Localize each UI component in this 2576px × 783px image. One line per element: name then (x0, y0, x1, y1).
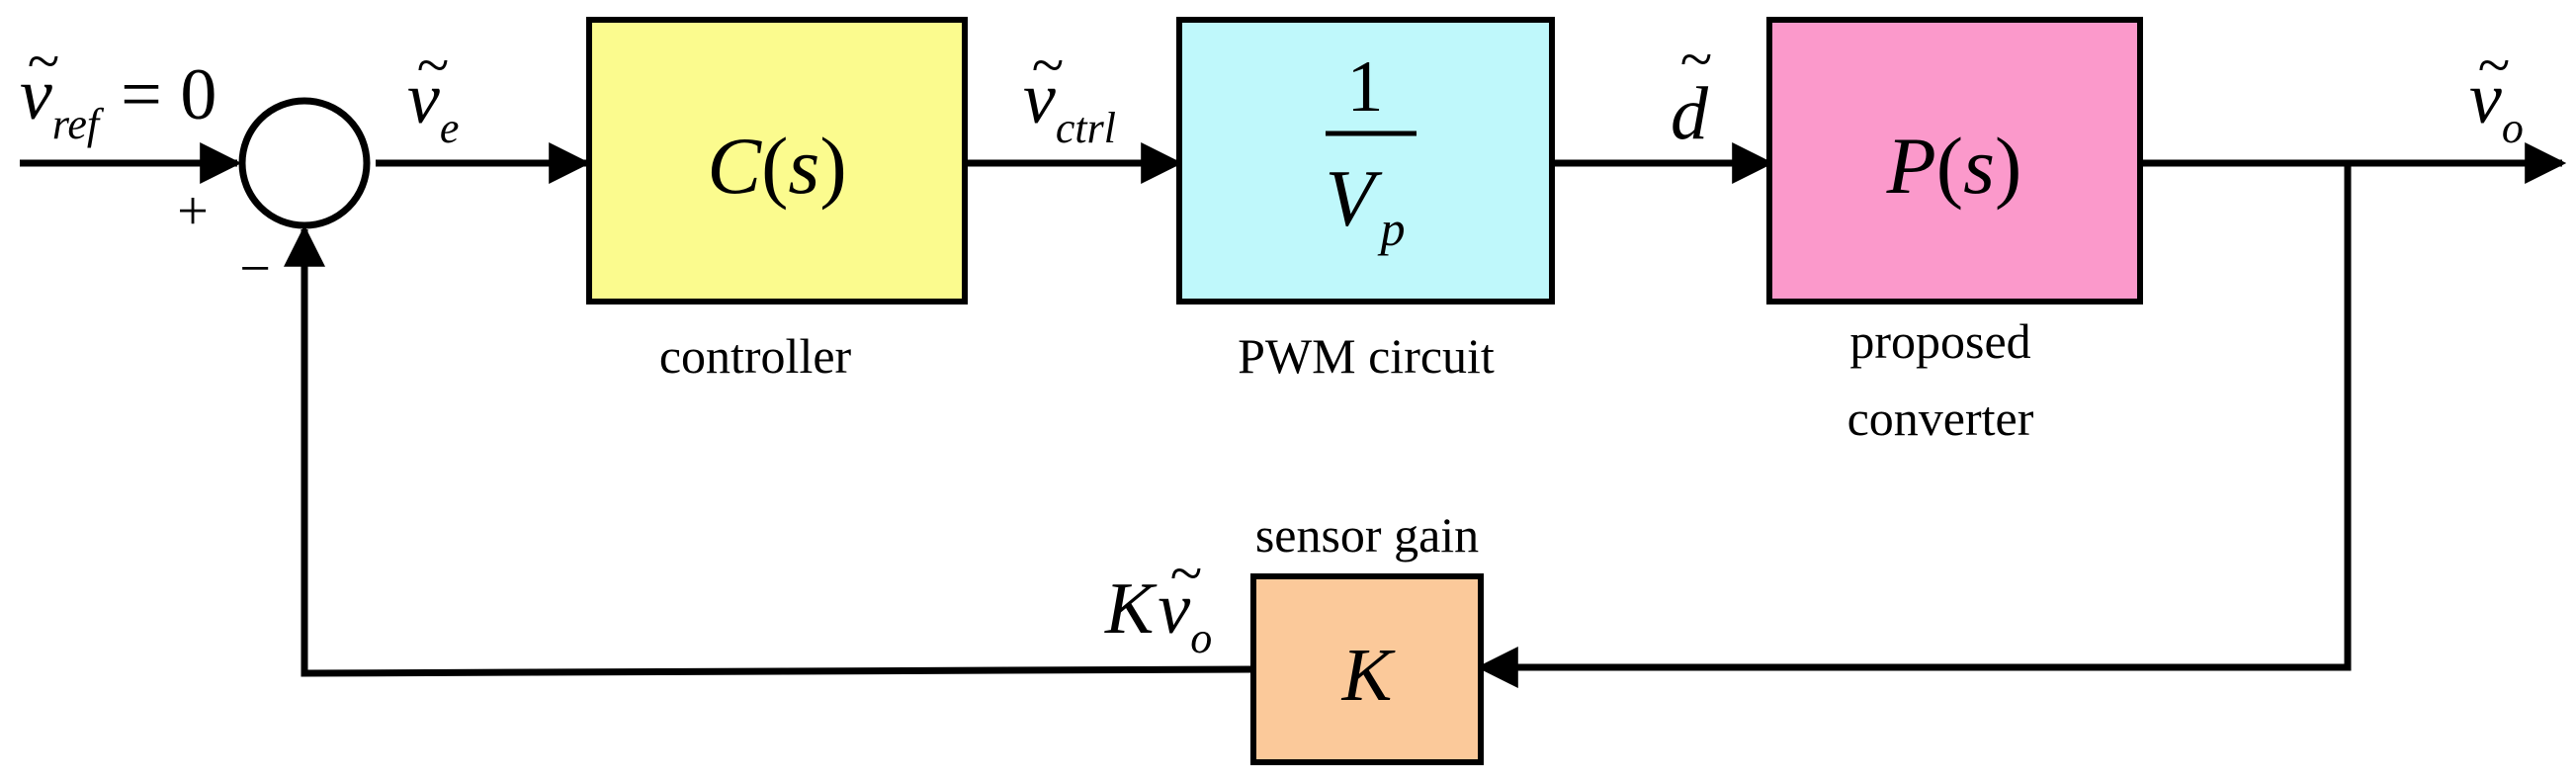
sensor-gain-symbol: K (1341, 634, 1396, 717)
pwm-numerator: 1 (1347, 46, 1384, 128)
control-signal-label: vctrl (1023, 58, 1116, 152)
signal-lines (20, 142, 2567, 688)
plus-sign: + (177, 181, 209, 242)
minus-sign: − (239, 238, 271, 300)
controller-block (586, 17, 968, 304)
reference-signal-tilde: ~ (28, 29, 59, 94)
duty-signal-label: d (1671, 72, 1709, 155)
feedback-path-to-junction (284, 224, 1254, 677)
feedback-signal-label: Kvo (1104, 568, 1212, 662)
converter-block (1766, 17, 2143, 304)
summing-junction (238, 97, 371, 229)
pwm-caption: PWM circuit (1238, 328, 1495, 384)
converter-caption-line1: proposed (1849, 313, 2030, 369)
controller-transfer-function: C(s) (707, 121, 846, 211)
error-signal-tilde: ~ (417, 33, 449, 98)
reference-signal-label: vref= 0 (20, 54, 216, 148)
sensor-caption: sensor gain (1255, 507, 1479, 563)
converter-transfer-function: P(s) (1886, 121, 2022, 211)
output-signal-label: vo (2469, 58, 2524, 152)
converter-caption-line2: converter (1847, 391, 2034, 446)
duty-signal-tilde: ~ (1680, 27, 1712, 92)
feedback-path-to-sensor (1476, 163, 2352, 688)
controller-caption: controller (659, 328, 852, 384)
error-signal-label: ve (407, 58, 459, 152)
feedback-signal-tilde: ~ (1170, 541, 1202, 606)
output-signal-tilde: ~ (2478, 33, 2510, 98)
control-signal-tilde: ~ (1032, 33, 1064, 98)
sensor-block (1250, 573, 1484, 765)
pwm-block (1176, 17, 1555, 304)
